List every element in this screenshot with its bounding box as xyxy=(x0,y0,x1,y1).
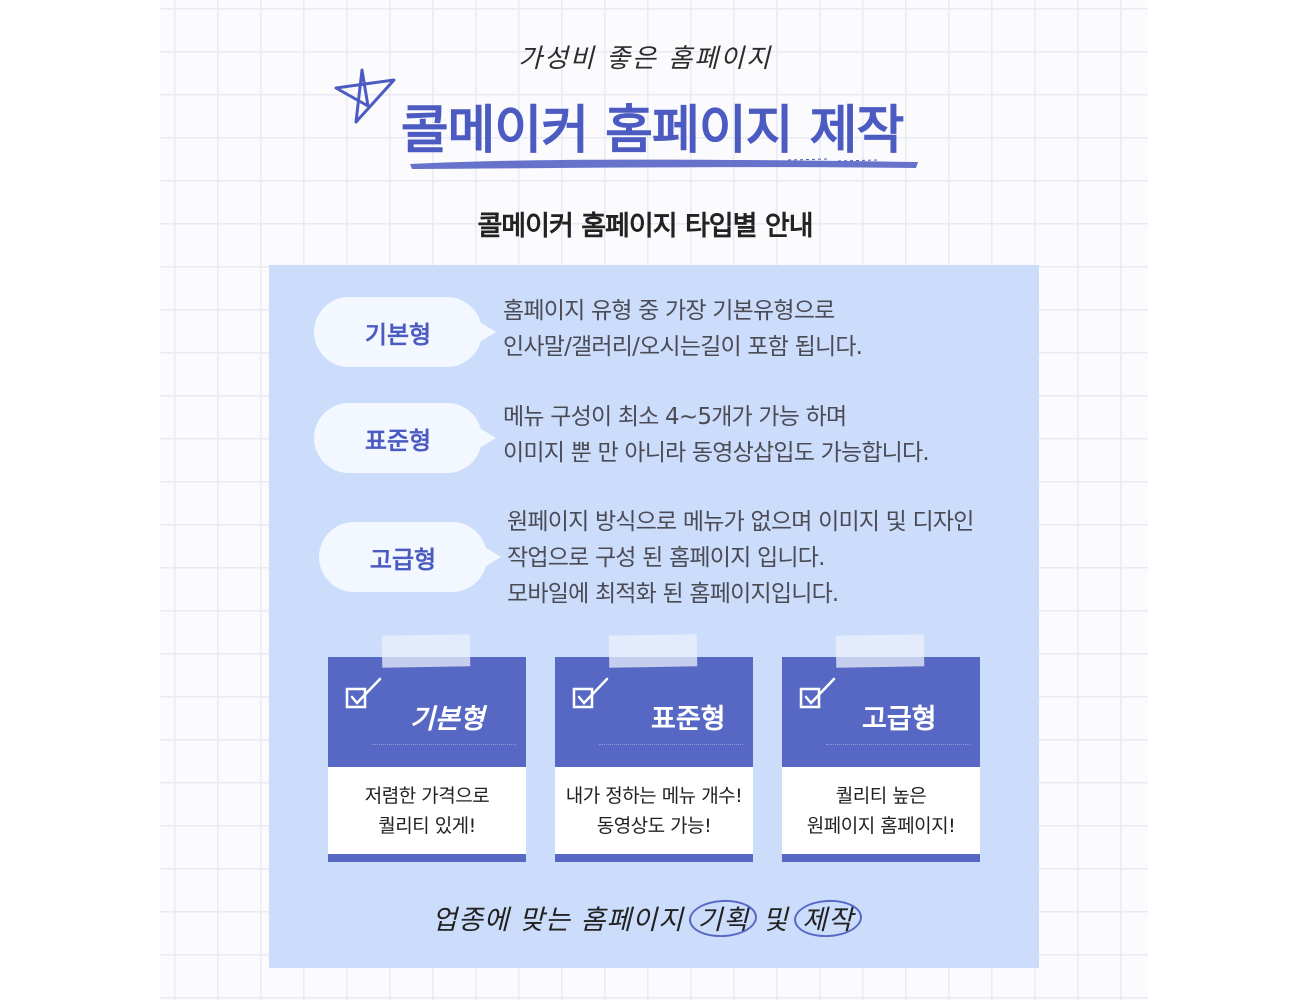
star-doodle-icon xyxy=(334,68,396,124)
card-header: 표준형 xyxy=(555,657,753,767)
bottom-tagline: 업종에 맞는 홈페이지 기획 및 제작 xyxy=(0,898,1290,937)
desc-line: 메뉴 구성이 최소 4~5개가 가능 하며 xyxy=(503,404,847,430)
card-title: 표준형 xyxy=(651,704,726,735)
type-pill-basic: 기본형 xyxy=(314,297,496,367)
type-desc-premium: 원페이지 방식으로 메뉴가 없으며 이미지 및 디자인 작업으로 구성 된 홈페… xyxy=(507,504,974,612)
top-tagline: 가성비 좋은 홈페이지 xyxy=(518,44,772,74)
checkbox-icon xyxy=(572,677,609,709)
card-title: 고급형 xyxy=(862,704,937,735)
type-desc-standard: 메뉴 구성이 최소 4~5개가 가능 하며 이미지 뿐 만 아니라 동영상삽입도… xyxy=(503,399,930,471)
tagline-circled-word: 기획 xyxy=(693,898,753,937)
tagline-circled-word: 제작 xyxy=(798,898,858,937)
card-body: 내가 정하는 메뉴 개수! 동영상도 가능! xyxy=(555,767,753,854)
tagline-middle: 및 xyxy=(762,905,789,936)
tape-strip xyxy=(835,634,925,668)
main-title: 콜메이커 홈페이지 제작 xyxy=(400,101,905,161)
desc-line: 모바일에 최적화 된 홈페이지입니다. xyxy=(507,581,839,607)
card-body: 퀄리티 높은 원페이지 홈페이지! xyxy=(782,767,980,854)
checkbox-icon xyxy=(799,677,836,709)
tape-strip xyxy=(381,634,471,668)
checkbox-icon xyxy=(345,677,382,709)
plan-card-standard: 표준형 내가 정하는 메뉴 개수! 동영상도 가능! xyxy=(555,634,753,862)
tape-strip xyxy=(608,634,698,668)
card-title: 기본형 xyxy=(410,704,485,735)
card-line: 저렴한 가격으로 xyxy=(364,784,490,807)
desc-line: 인사말/갤러리/오시는길이 포함 됩니다. xyxy=(503,334,863,360)
brush-underline xyxy=(410,158,918,169)
desc-line: 이미지 뿐 만 아니라 동영상삽입도 가능합니다. xyxy=(503,440,930,466)
card-line: 동영상도 가능! xyxy=(596,814,712,837)
card-line: 내가 정하는 메뉴 개수! xyxy=(565,784,743,807)
type-pill-premium: 고급형 xyxy=(319,522,501,592)
section-subtitle: 콜메이커 홈페이지 타입별 안내 xyxy=(477,211,813,242)
card-header: 고급형 xyxy=(782,657,980,767)
plan-card-basic: 기본형 저렴한 가격으로 퀄리티 있게! xyxy=(328,634,526,862)
desc-line: 홈페이지 유형 중 가장 기본유형으로 xyxy=(503,298,835,324)
desc-line: 작업으로 구성 된 홈페이지 입니다. xyxy=(507,545,825,571)
desc-line: 원페이지 방식으로 메뉴가 없으며 이미지 및 디자인 xyxy=(507,509,974,535)
card-body: 저렴한 가격으로 퀄리티 있게! xyxy=(328,767,526,854)
card-header: 기본형 xyxy=(328,657,526,767)
type-desc-basic: 홈페이지 유형 중 가장 기본유형으로 인사말/갤러리/오시는길이 포함 됩니다… xyxy=(503,293,863,365)
plan-card-premium: 고급형 퀄리티 높은 원페이지 홈페이지! xyxy=(782,634,980,862)
type-pill-standard: 표준형 xyxy=(314,403,496,473)
info-panel: 기본형 홈페이지 유형 중 가장 기본유형으로 인사말/갤러리/오시는길이 포함… xyxy=(269,265,1039,968)
card-line: 원페이지 홈페이지! xyxy=(806,814,956,837)
tagline-prefix: 업종에 맞는 홈페이지 xyxy=(432,905,684,936)
card-line: 퀄리티 높은 xyxy=(835,784,927,807)
card-line: 퀄리티 있게! xyxy=(378,814,476,837)
